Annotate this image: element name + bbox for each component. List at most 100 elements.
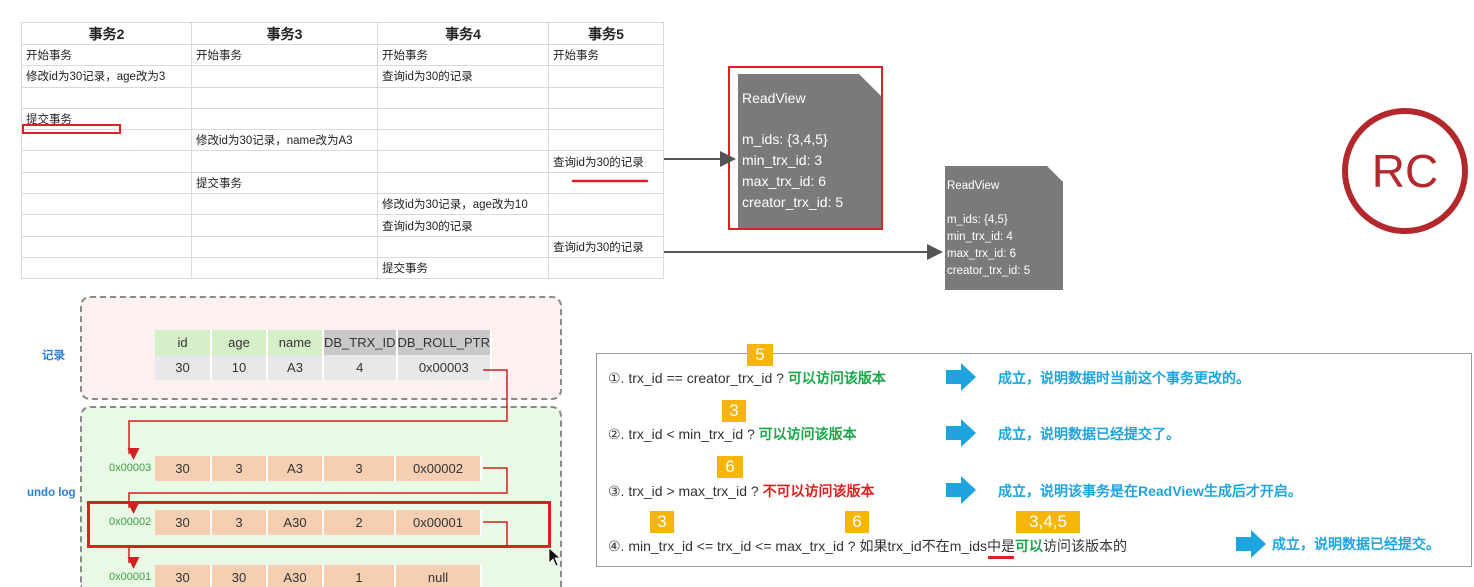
isolation-level-badge: RC	[1342, 108, 1468, 234]
transaction-cell: 开始事务	[548, 43, 664, 67]
readview-title: ReadView	[947, 180, 1000, 192]
transaction-row	[21, 86, 664, 109]
undo-cell: 3	[211, 456, 268, 481]
transaction-cell	[21, 235, 192, 258]
transaction-cell	[191, 107, 378, 131]
value-badge: 3,4,5	[1016, 511, 1080, 533]
transaction-row: 开始事务开始事务开始事务开始事务	[21, 43, 664, 67]
transaction-cell	[191, 193, 378, 216]
value-badge: 3	[650, 511, 674, 533]
readview-min-trx-id: min_trx_id: 4	[947, 231, 1013, 243]
transaction-cell	[377, 150, 549, 173]
rule-verdict: 可以访问该版本	[758, 426, 857, 442]
record-cell: A3	[267, 355, 324, 380]
txn-header-3: 事务3	[191, 22, 378, 45]
transaction-row: 提交事务	[21, 171, 664, 195]
rule-1: ①. trx_id == creator_trx_id ? 可以访问该版本	[608, 370, 886, 386]
rule-2: ②. trx_id < min_trx_id ? 可以访问该版本	[608, 426, 857, 442]
record-col-id: id	[155, 330, 212, 355]
transaction-cell: 提交事务	[21, 107, 192, 131]
page-fold-icon	[859, 74, 881, 96]
transaction-row: 提交事务	[21, 256, 664, 280]
transaction-cell	[548, 65, 664, 88]
transaction-row: 查询id为30的记录	[21, 235, 664, 258]
undo-address: 0x00003	[109, 462, 152, 474]
rule-verdict: 不可以访问该版本	[762, 483, 875, 499]
transaction-cell: 开始事务	[377, 43, 549, 67]
transaction-cell: 查询id为30的记录	[548, 150, 664, 173]
undo-cell: 30	[155, 456, 212, 481]
rule-1-result: 成立，说明数据时当前这个事务更改的。	[998, 370, 1250, 386]
rule-2-result: 成立，说明数据已经提交了。	[998, 426, 1180, 442]
transaction-cell	[548, 107, 664, 131]
rule-3: ③. trx_id > max_trx_id ? 不可以访问该版本	[608, 483, 875, 499]
undo-cell: 1	[323, 565, 396, 587]
rule-4-result: 成立，说明数据已经提交。	[1272, 536, 1440, 552]
transaction-row: 修改id为30记录，age改为3 查询id为30的记录	[21, 65, 664, 88]
transaction-cell: 开始事务	[191, 43, 378, 67]
txn-header-4: 事务4	[377, 22, 549, 45]
transaction-cell	[21, 214, 192, 237]
undo-cell: 0x00002	[395, 456, 482, 481]
undo-address: 0x00001	[109, 571, 152, 583]
undo-cell: A3	[267, 456, 324, 481]
record-col-age: age	[211, 330, 268, 355]
transaction-cell: 查询id为30的记录	[377, 214, 549, 237]
rule-verdict: 可以	[1015, 538, 1044, 554]
undo-log-section	[80, 406, 562, 587]
transaction-cell: 修改id为30记录，age改为3	[21, 65, 192, 88]
transaction-cell	[548, 256, 664, 280]
record-col-name: name	[267, 330, 324, 355]
readview-card-1: ReadView m_ids: {3,4,5} min_trx_id: 3 ma…	[738, 74, 881, 230]
transaction-cell: 查询id为30的记录	[377, 65, 549, 88]
rule-verdict: 可以访问该版本	[787, 370, 886, 386]
arrow-right-icon	[1236, 530, 1266, 558]
value-badge: 5	[747, 344, 773, 366]
record-cell: 10	[211, 355, 268, 380]
record-col-roll-ptr: DB_ROLL_PTR	[396, 330, 493, 355]
value-badge: 3	[722, 400, 746, 422]
transaction-cell	[377, 171, 549, 195]
transaction-cell: 提交事务	[191, 171, 378, 195]
transaction-row: 查询id为30的记录	[21, 150, 664, 173]
transaction-cell	[377, 129, 549, 152]
undo-row-highlight	[87, 501, 551, 548]
record-cell: 4	[323, 355, 398, 380]
record-cell: 30	[155, 355, 212, 380]
readview-title: ReadView	[742, 90, 806, 106]
transaction-header-row: 事务2 事务3 事务4 事务5	[21, 22, 664, 45]
transaction-cell	[191, 214, 378, 237]
record-cell: 0x00003	[396, 355, 493, 380]
transaction-cell	[191, 65, 378, 88]
arrow-right-icon	[946, 363, 976, 391]
transaction-cell: 修改id为30记录，age改为10	[377, 193, 549, 216]
undo-cell: null	[395, 565, 482, 587]
transaction-body: 开始事务开始事务开始事务开始事务修改id为30记录，age改为3 查询id为30的…	[21, 43, 664, 280]
transaction-cell: 查询id为30的记录	[548, 235, 664, 258]
undo-cell: A30	[267, 565, 324, 587]
transaction-cell	[21, 86, 192, 109]
underline-mark	[988, 556, 1014, 559]
undo-cell: 30	[211, 565, 268, 587]
transaction-cell	[21, 150, 192, 173]
readview-min-trx-id: min_trx_id: 3	[742, 152, 823, 168]
transaction-cell: 修改id为30记录，name改为A3	[191, 129, 378, 152]
transaction-cell	[191, 235, 378, 258]
readview-max-trx-id: max_trx_id: 6	[742, 173, 827, 189]
txn-header-5: 事务5	[548, 22, 664, 45]
readview-m-ids: m_ids: {4,5}	[947, 214, 1008, 226]
transaction-cell	[21, 129, 192, 152]
arrow-right-icon	[946, 476, 976, 504]
transaction-cell	[548, 171, 664, 195]
transaction-cell: 提交事务	[377, 256, 549, 280]
undo-cell: 3	[323, 456, 396, 481]
transaction-table: 事务2 事务3 事务4 事务5 开始事务开始事务开始事务开始事务修改id为30记…	[21, 22, 664, 280]
transaction-cell	[21, 256, 192, 280]
value-badge: 6	[717, 456, 743, 478]
readview-creator-trx-id: creator_trx_id: 5	[947, 265, 1031, 277]
undo-log-row: 30 30 A30 1 null	[155, 565, 482, 587]
transaction-cell	[21, 171, 192, 195]
transaction-cell	[377, 86, 549, 109]
transaction-row: 修改id为30记录，name改为A3	[21, 129, 664, 152]
transaction-cell	[548, 86, 664, 109]
